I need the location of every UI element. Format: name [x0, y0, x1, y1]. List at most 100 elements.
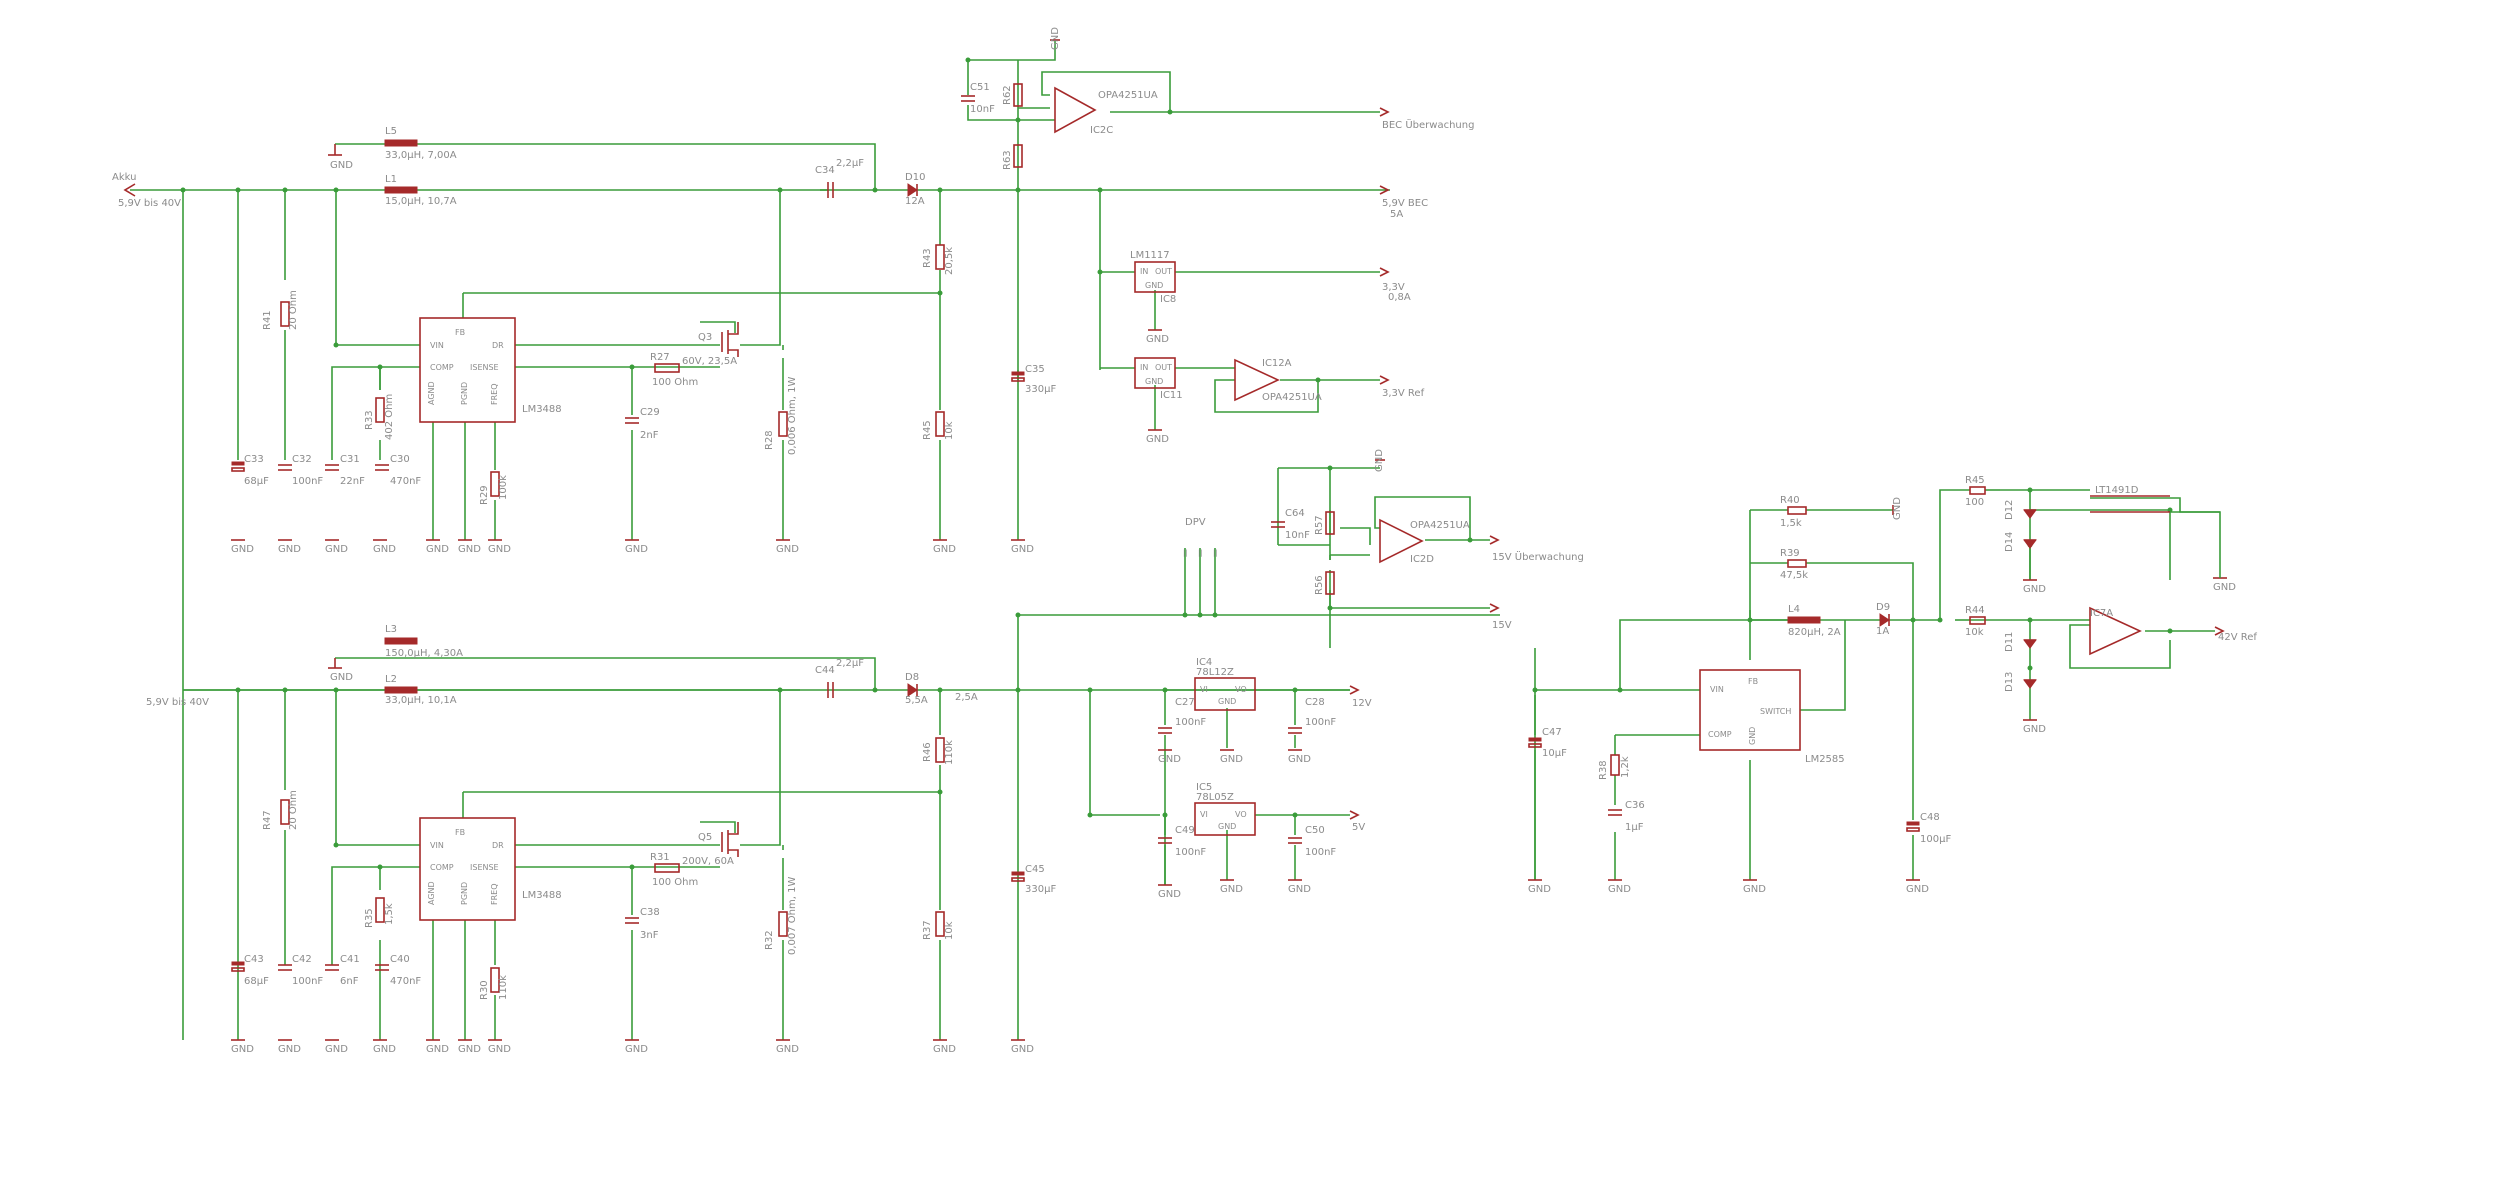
- svg-text:100nF: 100nF: [1305, 717, 1336, 728]
- gnd-row-top: GND GND GND GND GND GND GND GND GND GND …: [231, 539, 1034, 555]
- svg-text:GND: GND: [330, 160, 353, 171]
- svg-text:GND: GND: [2213, 582, 2236, 593]
- svg-text:GND: GND: [1011, 1044, 1034, 1055]
- svg-text:||: ||: [1213, 549, 1218, 557]
- regulator-ic8: IN OUT GND LM1117 IC8: [1130, 250, 1176, 305]
- svg-text:15V: 15V: [1492, 620, 1512, 631]
- svg-text:OPA4251UA: OPA4251UA: [1262, 392, 1322, 403]
- svg-text:1,5k: 1,5k: [384, 903, 395, 925]
- svg-text:GND: GND: [1146, 334, 1169, 345]
- svg-text:GND: GND: [1748, 727, 1757, 745]
- svg-text:SWITCH: SWITCH: [1760, 707, 1791, 716]
- svg-text:GND: GND: [1158, 754, 1181, 765]
- inductor-l3: L3 150,0µH, 4,30A: [384, 624, 463, 659]
- svg-text:GND: GND: [1158, 889, 1181, 900]
- svg-text:R47: R47: [262, 810, 273, 830]
- svg-text:GND: GND: [933, 544, 956, 555]
- svg-text:ISENSE: ISENSE: [470, 863, 499, 872]
- svg-text:C42: C42: [292, 954, 312, 965]
- svg-text:C47: C47: [1542, 727, 1562, 738]
- svg-text:C29: C29: [640, 407, 660, 418]
- svg-text:GND: GND: [278, 544, 301, 555]
- svg-text:10k: 10k: [944, 421, 955, 440]
- svg-text:GND: GND: [1528, 884, 1551, 895]
- svg-text:10k: 10k: [944, 921, 955, 940]
- opamp-ic12a: IC12A OPA4251UA: [1234, 358, 1322, 403]
- svg-text:2nF: 2nF: [640, 430, 659, 441]
- svg-text:R43: R43: [922, 248, 933, 268]
- svg-text:VO: VO: [1235, 810, 1247, 819]
- inductor-l5: L5 33,0µH, 7,00A: [384, 126, 457, 161]
- svg-text:FREQ: FREQ: [490, 883, 499, 905]
- svg-text:GND: GND: [776, 1044, 799, 1055]
- svg-text:100 Ohm: 100 Ohm: [652, 877, 698, 888]
- svg-text:R57: R57: [1314, 515, 1325, 535]
- svg-text:402 Ohm: 402 Ohm: [384, 394, 395, 440]
- svg-text:VI: VI: [1200, 810, 1208, 819]
- svg-text:C28: C28: [1305, 697, 1325, 708]
- svg-text:R29: R29: [479, 485, 490, 505]
- gnd-labels: GND GND GND GND GND GND GND GND GND GND …: [231, 27, 2236, 1055]
- svg-text:L1: L1: [385, 174, 397, 185]
- svg-text:12V: 12V: [1352, 698, 1372, 709]
- diode-d10: D10 12A: [905, 172, 925, 207]
- svg-text:60V, 23,5A: 60V, 23,5A: [682, 356, 737, 367]
- svg-text:R27: R27: [650, 352, 670, 363]
- svg-text:6nF: 6nF: [340, 976, 359, 987]
- svg-text:GND: GND: [231, 544, 254, 555]
- svg-text:GND: GND: [1145, 377, 1163, 386]
- svg-text:100: 100: [1965, 497, 1984, 508]
- mosfet-q3: Q3 60V, 23,5A: [682, 322, 739, 367]
- svg-text:VIN: VIN: [1710, 685, 1724, 694]
- svg-text:C64: C64: [1285, 508, 1305, 519]
- svg-text:LT1491D: LT1491D: [2095, 485, 2139, 496]
- svg-text:100nF: 100nF: [1175, 717, 1206, 728]
- wires-top: [130, 40, 1390, 1040]
- svg-text:LM2585: LM2585: [1805, 754, 1845, 765]
- svg-text:GND: GND: [1608, 884, 1631, 895]
- svg-text:OUT: OUT: [1155, 363, 1172, 372]
- diodes-right: D12 D14 D11 D13: [2004, 500, 2037, 692]
- svg-text:2,2µF: 2,2µF: [836, 658, 864, 669]
- mosfet-q5: Q5 200V, 60A: [682, 822, 739, 867]
- resistors-bottom: R47 20 Ohm R35 1,5k R30 110k R31 100 Ohm…: [262, 475, 1986, 1000]
- svg-text:GND: GND: [325, 1044, 348, 1055]
- svg-text:R31: R31: [650, 852, 670, 863]
- svg-text:GND: GND: [1892, 497, 1903, 520]
- svg-text:GND: GND: [1218, 822, 1236, 831]
- svg-text:C48: C48: [1920, 812, 1940, 823]
- svg-text:VI: VI: [1200, 685, 1208, 694]
- svg-text:OUT: OUT: [1155, 267, 1172, 276]
- svg-text:100 Ohm: 100 Ohm: [652, 377, 698, 388]
- net-labels-bottom: 15V Überwachung 15V 12V 5V 2,5A 42V Ref: [955, 535, 2257, 833]
- svg-text:LM3488: LM3488: [522, 404, 562, 415]
- diode-d8: D8 5,5A: [905, 672, 928, 706]
- svg-text:R32: R32: [764, 930, 775, 950]
- svg-text:IC11: IC11: [1160, 390, 1183, 401]
- svg-text:C51: C51: [970, 82, 990, 93]
- svg-text:1A: 1A: [1876, 626, 1889, 637]
- svg-text:R46: R46: [922, 742, 933, 762]
- svg-text:0,006 Ohm, 1W: 0,006 Ohm, 1W: [787, 377, 798, 455]
- svg-text:100µF: 100µF: [1920, 834, 1951, 845]
- opamp-ic2d: OPA4251UA IC2D: [1379, 518, 1470, 565]
- capacitor-c34: C34 2,2µF: [815, 158, 864, 198]
- svg-text:AGND: AGND: [427, 381, 436, 405]
- svg-text:GND: GND: [1288, 754, 1311, 765]
- opamp-ic7a: IC7A: [2089, 606, 2142, 656]
- svg-text:C32: C32: [292, 454, 312, 465]
- svg-text:GND: GND: [1146, 434, 1169, 445]
- svg-text:GND: GND: [933, 1044, 956, 1055]
- svg-text:470nF: 470nF: [390, 976, 421, 987]
- svg-text:12A: 12A: [905, 196, 925, 207]
- svg-text:GND: GND: [1220, 754, 1243, 765]
- svg-text:FB: FB: [455, 328, 465, 337]
- svg-text:OPA4251UA: OPA4251UA: [1410, 520, 1470, 531]
- svg-text:FB: FB: [455, 828, 465, 837]
- svg-text:IC7A: IC7A: [2090, 608, 2113, 619]
- svg-text:GND: GND: [1218, 697, 1236, 706]
- svg-text:110k: 110k: [944, 740, 955, 765]
- svg-text:68µF: 68µF: [244, 476, 269, 487]
- svg-text:R40: R40: [1780, 495, 1800, 506]
